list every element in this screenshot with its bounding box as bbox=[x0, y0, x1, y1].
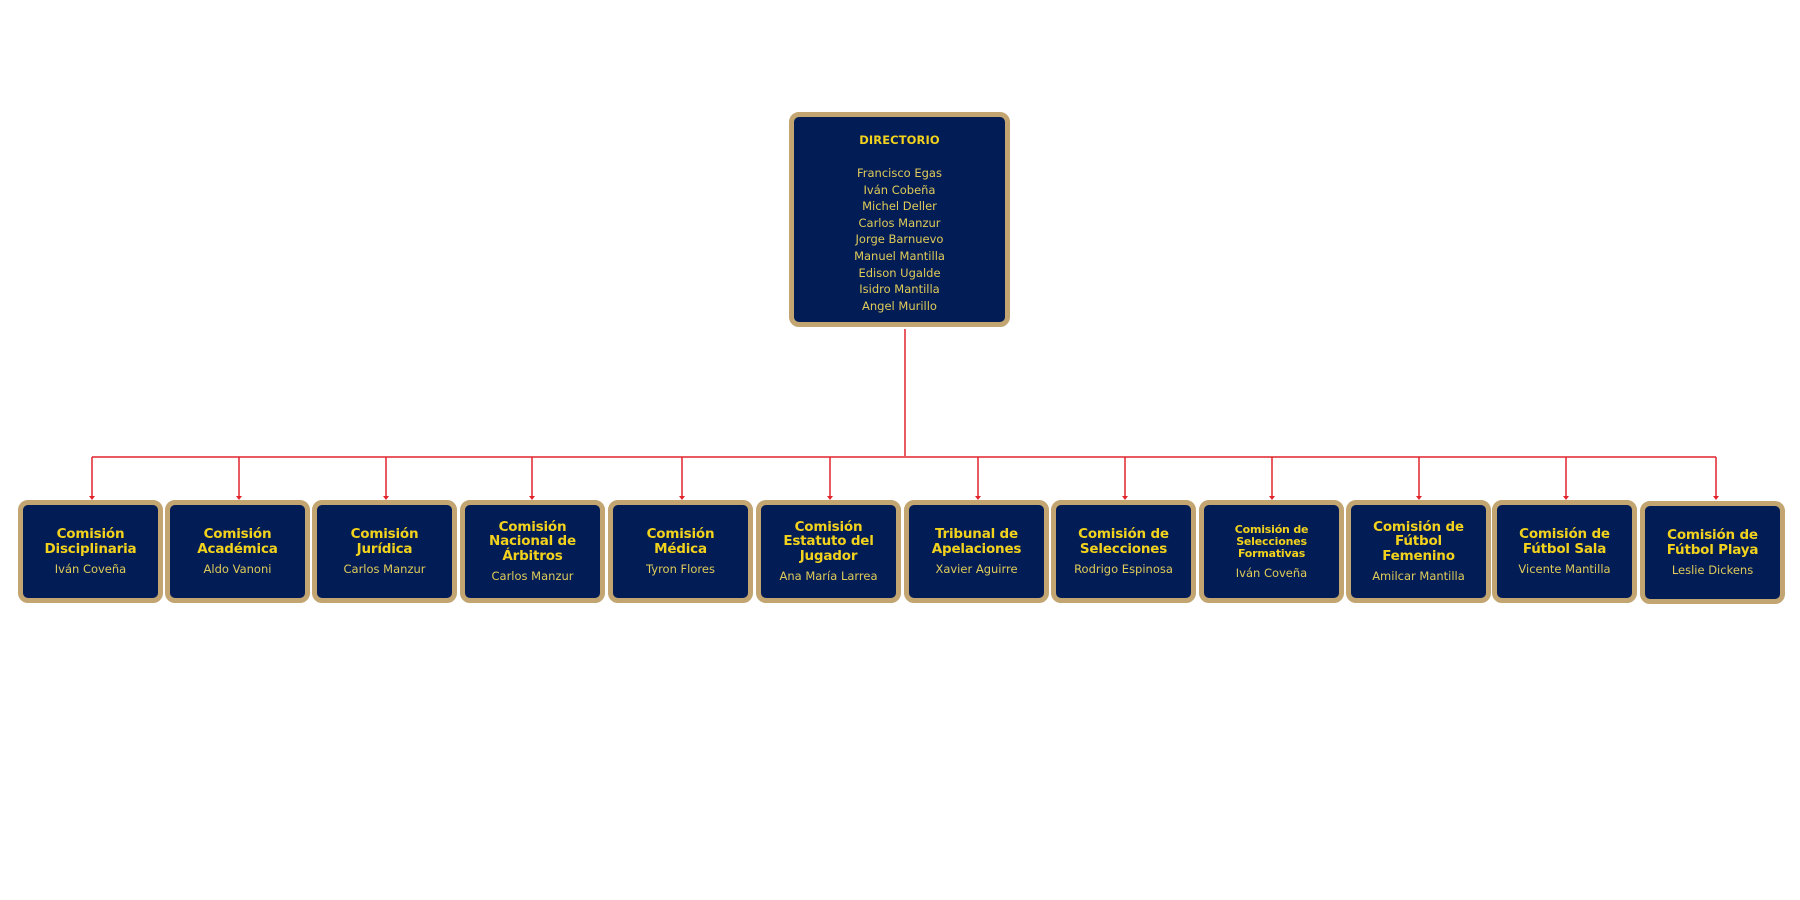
directorio-member: Manuel Mantilla bbox=[854, 248, 945, 263]
commission-box-femenino: Comisión de Fútbol Femenino Amilcar Mant… bbox=[1346, 500, 1491, 603]
commission-box-sala: Comisión de Fútbol Sala Vicente Mantilla bbox=[1492, 500, 1637, 603]
commission-box-formativas: Comisión de Selecciones Formativas Iván … bbox=[1199, 500, 1344, 603]
commission-title: Tribunal de Apelaciones bbox=[931, 526, 1022, 557]
commission-box-estatuto: Comisión Estatuto del Jugador Ana María … bbox=[756, 500, 901, 603]
commission-person: Aldo Vanoni bbox=[203, 562, 272, 576]
commission-title: Comisión de Fútbol Femenino bbox=[1373, 518, 1464, 564]
commission-title: Comisión de Selecciones Formativas bbox=[1234, 522, 1309, 560]
commission-person: Leslie Dickens bbox=[1671, 563, 1754, 577]
commission-box-arbitros: Comisión Nacional de Árbitros Carlos Man… bbox=[460, 500, 605, 603]
directorio-member: Isidro Mantilla bbox=[859, 282, 940, 297]
drop-arrow-12 bbox=[1713, 496, 1719, 500]
commission-person: Iván Coveña bbox=[1235, 565, 1308, 580]
commission-box-tribunal: Tribunal de Apelaciones Xavier Aguirre bbox=[904, 500, 1049, 603]
commission-title: Comisión Estatuto del Jugador bbox=[783, 518, 874, 564]
commission-title: Comisión Académica bbox=[197, 526, 278, 557]
directorio-members: Francisco Egas Iván Cobeña Michel Deller… bbox=[854, 165, 945, 314]
commission-person: Ana María Larrea bbox=[779, 569, 878, 584]
commission-title: Comisión de Fútbol Sala bbox=[1519, 526, 1610, 557]
commission-person: Rodrigo Espinosa bbox=[1074, 562, 1173, 576]
commission-title: Comisión Médica bbox=[646, 526, 715, 557]
directorio-member: Edison Ugalde bbox=[858, 265, 941, 280]
directorio-member: Jorge Barnuevo bbox=[855, 232, 944, 247]
commission-box-medica: Comisión Médica Tyron Flores bbox=[608, 500, 753, 603]
directorio-title: DIRECTORIO bbox=[859, 133, 940, 147]
commission-box-juridica: Comisión Jurídica Carlos Manzur bbox=[312, 500, 457, 603]
commission-box-playa: Comisión de Fútbol Playa Leslie Dickens bbox=[1640, 501, 1785, 604]
commission-title: Comisión Disciplinaria bbox=[44, 526, 137, 557]
directorio-member: Angel Murillo bbox=[862, 298, 937, 313]
commission-box-selecciones: Comisión de Selecciones Rodrigo Espinosa bbox=[1051, 500, 1196, 603]
directorio-member: Carlos Manzur bbox=[858, 215, 941, 230]
commission-person: Iván Coveña bbox=[54, 562, 127, 576]
commission-person: Carlos Manzur bbox=[491, 569, 574, 584]
commission-box-disciplinaria: Comisión Disciplinaria Iván Coveña bbox=[18, 500, 163, 603]
commission-title: Comisión de Selecciones bbox=[1078, 526, 1169, 557]
directorio-member: Francisco Egas bbox=[857, 166, 942, 180]
commission-person: Vicente Mantilla bbox=[1518, 562, 1611, 576]
commission-person: Tyron Flores bbox=[646, 562, 715, 576]
commission-title: Comisión Jurídica bbox=[350, 526, 419, 557]
commission-person: Xavier Aguirre bbox=[935, 562, 1018, 576]
commission-person: Carlos Manzur bbox=[343, 562, 426, 576]
directorio-member: Iván Cobeña bbox=[863, 182, 936, 197]
commission-person: Amilcar Mantilla bbox=[1372, 569, 1465, 584]
directorio-member: Michel Deller bbox=[862, 199, 937, 214]
commission-box-academica: Comisión Académica Aldo Vanoni bbox=[165, 500, 310, 603]
commission-title: Comisión Nacional de Árbitros bbox=[489, 518, 576, 564]
commission-title: Comisión de Fútbol Playa bbox=[1666, 527, 1759, 558]
directorio-box: DIRECTORIO Francisco Egas Iván Cobeña Mi… bbox=[789, 112, 1010, 327]
